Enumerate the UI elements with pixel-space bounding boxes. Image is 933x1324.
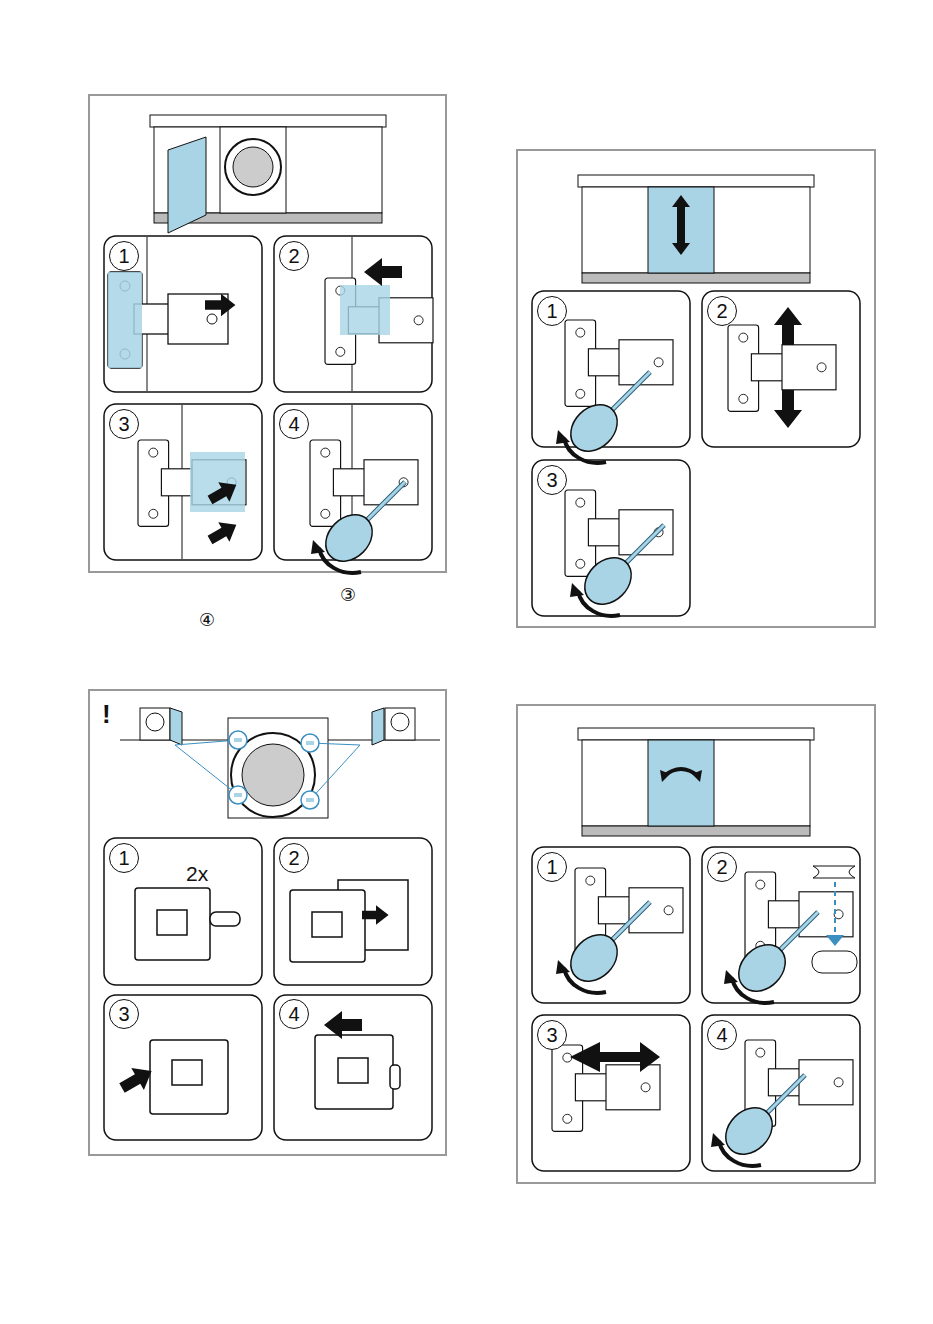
- step-number: 2: [716, 301, 727, 321]
- step-number: 2: [288, 848, 299, 868]
- step-number-circle: 2: [707, 296, 737, 326]
- step-number-circle: 3: [537, 1020, 567, 1050]
- step-number-circle: 3: [537, 465, 567, 495]
- step-number: 1: [118, 246, 129, 266]
- callout-number: ③: [340, 586, 356, 604]
- step-number-circle: 4: [707, 1020, 737, 1050]
- note-label: 2x: [186, 863, 208, 884]
- step-number-circle: 1: [109, 843, 139, 873]
- callout-number: ④: [199, 611, 215, 629]
- step-number: 2: [716, 857, 727, 877]
- step-number-circle: 1: [537, 852, 567, 882]
- step-number: 2: [288, 246, 299, 266]
- step-number: 4: [716, 1025, 727, 1045]
- step-number: 4: [288, 1004, 299, 1024]
- step-number: 1: [546, 301, 557, 321]
- step-number: 3: [118, 414, 129, 434]
- step-number: 1: [546, 857, 557, 877]
- step-number-circle: 4: [279, 999, 309, 1029]
- step-number-circle: 1: [109, 241, 139, 271]
- step-number-circle: 2: [279, 843, 309, 873]
- step-number-circle: 4: [279, 409, 309, 439]
- step-number: 1: [118, 848, 129, 868]
- step-number-circle: 3: [109, 999, 139, 1029]
- note-label: !: [102, 701, 111, 727]
- step-number: 3: [118, 1004, 129, 1024]
- step-number-circle: 2: [707, 852, 737, 882]
- step-number: 3: [546, 1025, 557, 1045]
- step-number-circle: 3: [109, 409, 139, 439]
- step-number-circle: 2: [279, 241, 309, 271]
- step-number-circle: 1: [537, 296, 567, 326]
- step-number: 4: [288, 414, 299, 434]
- step-number: 3: [546, 470, 557, 490]
